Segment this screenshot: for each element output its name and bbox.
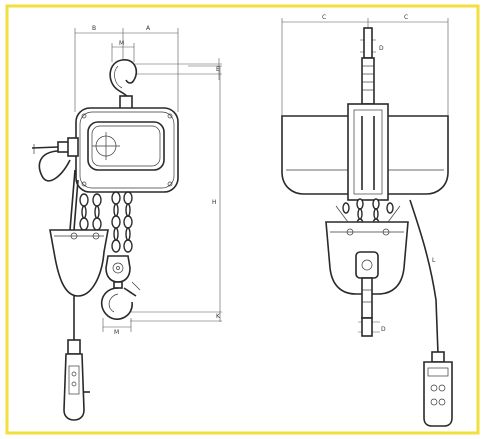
dim-label-k: K (216, 313, 221, 320)
dim-label-d-bottom: D (381, 326, 386, 333)
side-view: B A M E H K (31, 25, 222, 421)
hook-opening-dimension: E (135, 58, 222, 80)
bottom-block (105, 255, 131, 289)
dim-label-m-bottom: M (114, 329, 119, 336)
dim-label-e: E (216, 66, 220, 73)
dim-label-c-left: C (322, 14, 326, 21)
dim-label-m-top: M (119, 40, 124, 47)
hook-thickness-bottom-dimension: D (358, 317, 386, 337)
front-view: C C D (281, 14, 453, 427)
top-hook (109, 59, 138, 111)
chain-left (69, 169, 102, 231)
dim-label-d-top: D (379, 45, 384, 52)
top-hook-front (361, 27, 375, 105)
bottom-hook-dimension: K (130, 311, 222, 322)
height-dimension: H (188, 65, 222, 322)
pendant-cable-front: L (409, 199, 439, 355)
hoist-body-front (281, 103, 449, 201)
hook-width-bottom-dimension: M (102, 318, 132, 336)
pendant-front (423, 351, 453, 427)
chain-bag (49, 229, 109, 297)
motor-housing (75, 107, 179, 193)
cable-gland (31, 137, 79, 182)
yellow-border (5, 4, 480, 435)
dim-label-l: L (432, 257, 436, 264)
dim-label-c-right: C (404, 14, 408, 21)
dim-label-b: B (92, 25, 96, 32)
hook-width-top-dimension: M (111, 40, 135, 62)
load-chain (111, 191, 133, 253)
pendant-left (63, 296, 90, 421)
dim-label-a: A (146, 25, 151, 32)
bottom-hook (100, 281, 141, 320)
top-width-dimensions: B A (74, 25, 179, 112)
top-width-dimensions-front: C C (281, 14, 449, 122)
dim-label-h: H (212, 199, 217, 206)
